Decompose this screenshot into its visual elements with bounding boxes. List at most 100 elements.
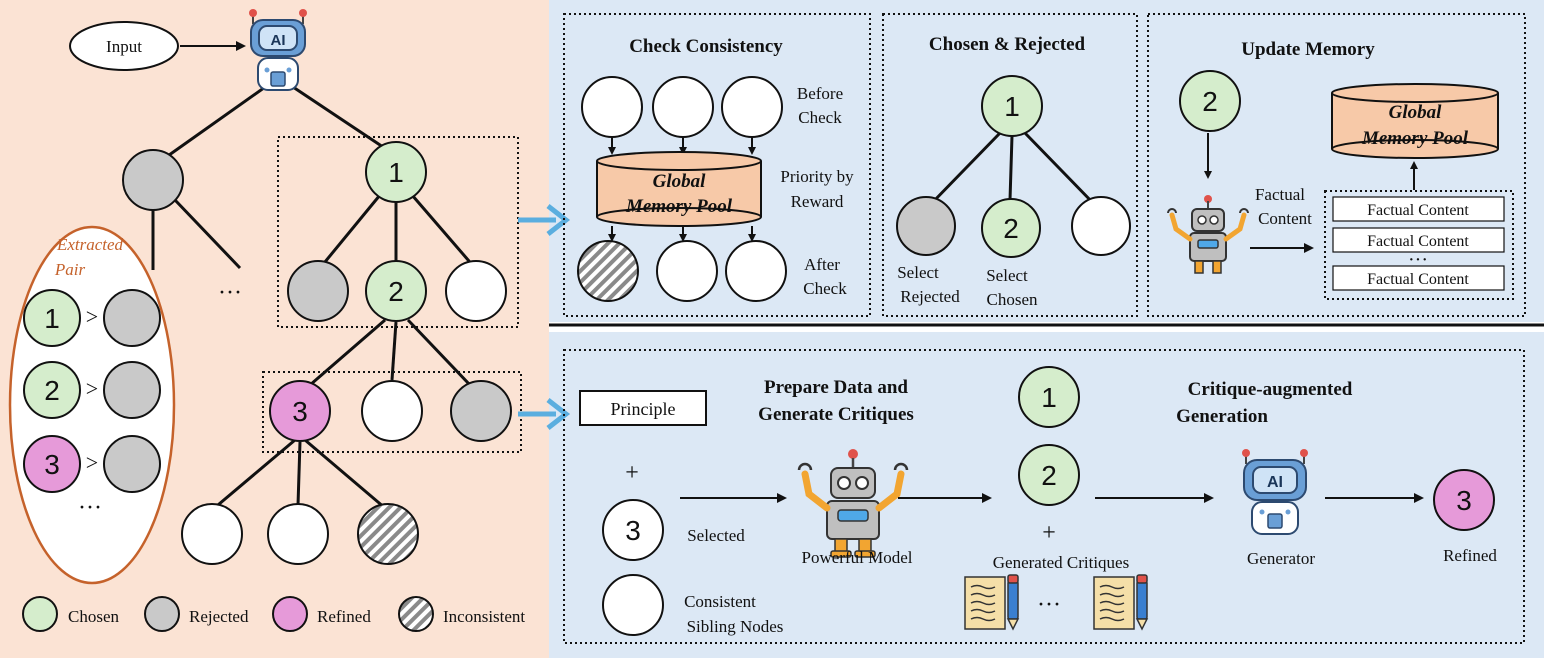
tree-node-plain-l2 — [445, 260, 507, 322]
check-before-node-1 — [581, 76, 643, 138]
blue-arrow-top — [518, 204, 571, 236]
fact-1-label: Factual Content — [1367, 202, 1469, 219]
check-consistency-box — [563, 13, 871, 317]
update-memory-title: Update Memory — [1241, 39, 1375, 60]
select-chosen-label-1: Select — [986, 266, 1028, 285]
tree-group-box-top — [277, 136, 519, 328]
pen-icon-2 — [1135, 574, 1149, 631]
global-memory-pool-cylinder-check — [596, 151, 762, 227]
legend-rejected-label: Rejected — [189, 607, 249, 626]
priority-label-1: Priority by — [780, 167, 854, 186]
legend: Chosen Rejected Refined Inconsistent — [22, 596, 525, 632]
bottom-sibling-node — [602, 574, 664, 636]
cr-node-2 — [981, 198, 1041, 258]
select-chosen-label-2: Chosen — [987, 290, 1039, 309]
check-consistency-title: Check Consistency — [629, 36, 783, 57]
plus-sign-2: + — [1042, 520, 1056, 546]
generator-robot-icon: AI — [1242, 449, 1308, 535]
cr-rejected-node — [896, 196, 956, 256]
check-pool-label-2: Memory Pool — [625, 196, 733, 217]
pair-row-3: 3 > — [23, 435, 161, 493]
tree-node-rejected-root-child — [122, 149, 184, 211]
check-after-node-2 — [656, 240, 718, 302]
select-rejected-label-1: Select — [897, 263, 939, 282]
critique-doc-icon-2 — [1093, 576, 1135, 630]
critique-box — [563, 349, 1525, 644]
factual-robot-icon — [1167, 195, 1249, 274]
tree-node-inconsistent-leaf — [357, 503, 419, 565]
bottom-node-2 — [1018, 444, 1080, 506]
tree-node-1 — [365, 141, 427, 203]
factual-content-stack — [1324, 190, 1514, 300]
input-bubble — [69, 21, 179, 71]
before-check-label-2: Check — [798, 108, 842, 127]
bottom-node-2-label: 2 — [1041, 460, 1057, 491]
plus-sign: + — [625, 460, 639, 486]
fact-2-label: Factual Content — [1367, 233, 1469, 250]
cr-node-1-label: 1 — [1004, 91, 1020, 122]
consistent-label-2: Sibling Nodes — [687, 617, 784, 636]
tree-group-box-bottom — [262, 371, 522, 453]
check-after-node-3 — [725, 240, 787, 302]
tree-edges — [151, 83, 477, 512]
legend-refined-label: Refined — [317, 607, 371, 626]
input-label: Input — [106, 37, 142, 56]
tree-node-rejected-l3 — [450, 380, 512, 442]
legend-inconsistent-label: Inconsistent — [443, 607, 525, 626]
legend-chosen-label: Chosen — [68, 607, 120, 626]
cr-node-2-label: 2 — [1003, 213, 1019, 244]
check-after-inconsistent-node — [577, 240, 639, 302]
prepare-title-2: Generate Critiques — [758, 404, 914, 425]
pair-1-num: 1 — [44, 303, 60, 334]
principle-box — [579, 390, 707, 426]
legend-inconsistent-swatch — [398, 596, 434, 632]
fact-3-label: Factual Content — [1367, 271, 1469, 288]
principle-label: Principle — [611, 399, 676, 419]
update-pool-label-2: Memory Pool — [1361, 128, 1469, 149]
critique-aug-title-2: Generation — [1176, 406, 1268, 427]
bottom-node-1-label: 1 — [1041, 382, 1057, 413]
legend-refined-swatch — [272, 596, 308, 632]
tree-node-3-label: 3 — [292, 396, 308, 427]
blue-arrow-bottom — [518, 398, 571, 430]
update-node-2-label: 2 — [1202, 86, 1218, 117]
factual-content-label-1: Factual — [1255, 185, 1305, 204]
after-check-label-2: Check — [803, 279, 847, 298]
update-node-2 — [1179, 70, 1241, 132]
bottom-node-1 — [1018, 366, 1080, 428]
chosen-rejected-box — [882, 13, 1138, 317]
tree-node-2-label: 2 — [388, 276, 404, 307]
legend-rejected-swatch — [144, 596, 180, 632]
pairs-ellipsis: ··· — [78, 495, 102, 521]
check-pool-label-1: Global — [653, 171, 707, 192]
tree-node-2 — [365, 260, 427, 322]
pair-2-num: 2 — [44, 375, 60, 406]
consistent-label-1: Consistent — [684, 592, 756, 611]
fact-box-3 — [1332, 265, 1505, 291]
svg-text:AI: AI — [1267, 474, 1283, 491]
priority-label-2: Reward — [791, 192, 844, 211]
refined-node-3 — [1433, 469, 1495, 531]
extracted-pair-label-1: Extracted — [56, 235, 124, 254]
tree-node-3 — [269, 380, 331, 442]
pair-row-1: 1 > — [23, 289, 161, 347]
select-rejected-label-2: Rejected — [900, 287, 960, 306]
before-check-label-1: Before — [797, 84, 843, 103]
cr-plain-node — [1071, 196, 1131, 256]
tree-ellipsis: ··· — [218, 280, 242, 306]
generated-critiques-label: Generated Critiques — [993, 553, 1129, 572]
pair-2-op: > — [86, 376, 98, 401]
extracted-pair-label-2: Pair — [54, 260, 86, 279]
refined-label: Refined — [1443, 546, 1497, 565]
svg-text:AI: AI — [271, 32, 286, 49]
check-before-node-3 — [721, 76, 783, 138]
pair-3-op: > — [86, 450, 98, 475]
powerful-model-robot-icon — [797, 449, 909, 558]
tree-node-leaf-2 — [267, 503, 329, 565]
global-memory-pool-cylinder-update — [1331, 83, 1499, 159]
tree-node-plain-l3 — [361, 380, 423, 442]
update-pool-label-1: Global — [1389, 102, 1443, 123]
fact-box-2 — [1332, 227, 1505, 253]
factual-content-label-2: Content — [1258, 209, 1312, 228]
generator-label: Generator — [1247, 549, 1315, 568]
